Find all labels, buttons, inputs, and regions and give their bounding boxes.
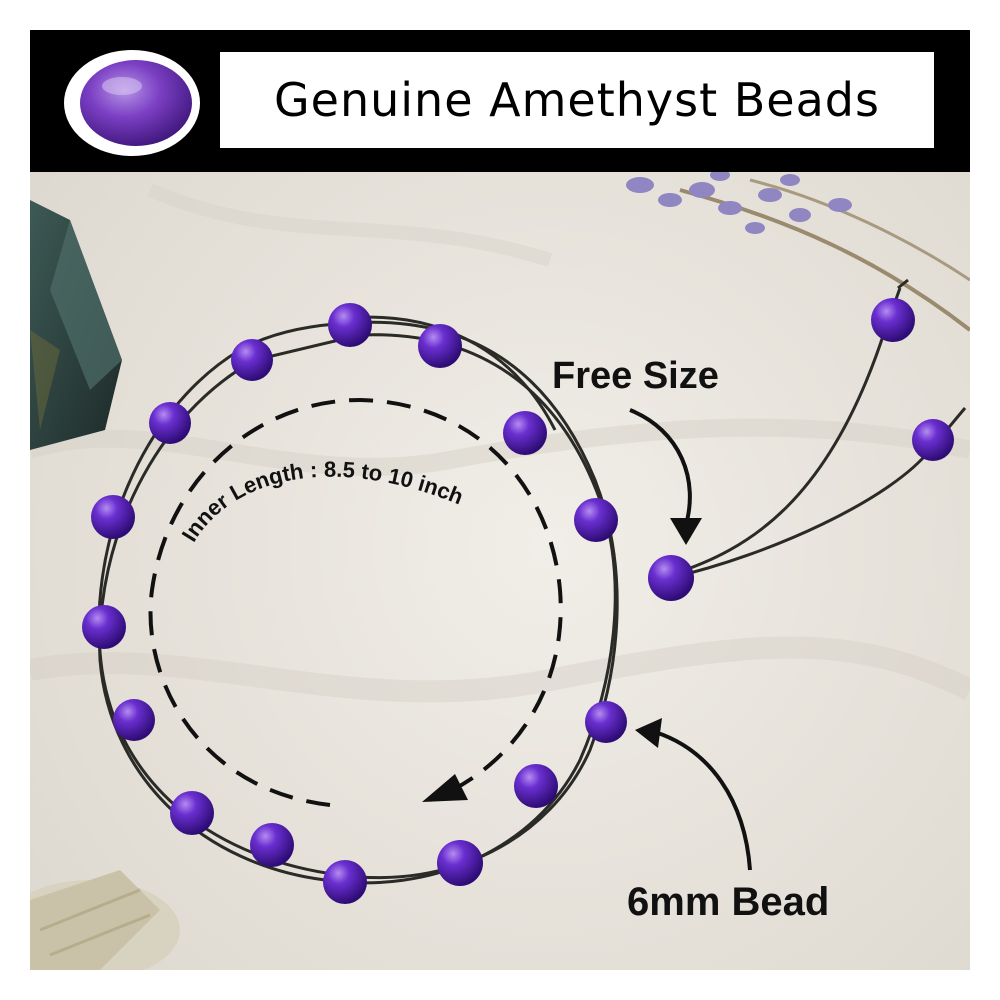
bead (648, 555, 694, 601)
banner-title: Genuine Amethyst Beads (274, 73, 880, 127)
bead-size-label: 6mm Bead (627, 880, 830, 924)
bead (231, 339, 273, 381)
title-box (220, 52, 934, 148)
bracelet-illustration: Inner Length : 8.5 to 10 inch (82, 278, 967, 904)
free-size-label: Free Size (552, 355, 719, 397)
amethyst-gem-icon (64, 50, 200, 156)
bead (170, 791, 214, 835)
bead (418, 324, 462, 368)
bead (113, 699, 155, 741)
bead (871, 298, 915, 342)
bead (574, 498, 618, 542)
product-image: Inner Length : 8.5 to 10 inch Free Size … (30, 30, 970, 970)
bead (328, 303, 372, 347)
inner-length-dashed-circle (148, 397, 563, 807)
bead (82, 605, 126, 649)
bead (503, 411, 547, 455)
title-banner: Genuine Amethyst Beads (30, 30, 970, 172)
inner-length-label: Inner Length : 8.5 to 10 inch (177, 457, 467, 546)
bead (514, 764, 558, 808)
bead (912, 419, 954, 461)
bead (585, 701, 627, 743)
dashed-circle-arrowhead (422, 774, 468, 802)
bead-size-arrowhead (635, 718, 662, 748)
bead (149, 402, 191, 444)
lavender-decor (626, 169, 970, 332)
bracelet-beads (82, 298, 954, 904)
bead (91, 495, 135, 539)
free-size-arrowhead (670, 518, 702, 545)
free-size-arrow (629, 408, 692, 529)
sage-decor (30, 870, 180, 970)
bead (323, 860, 367, 904)
crystal-decor (30, 200, 122, 450)
bead (437, 840, 483, 886)
bead (250, 823, 294, 867)
bead-size-arrow (654, 730, 752, 871)
